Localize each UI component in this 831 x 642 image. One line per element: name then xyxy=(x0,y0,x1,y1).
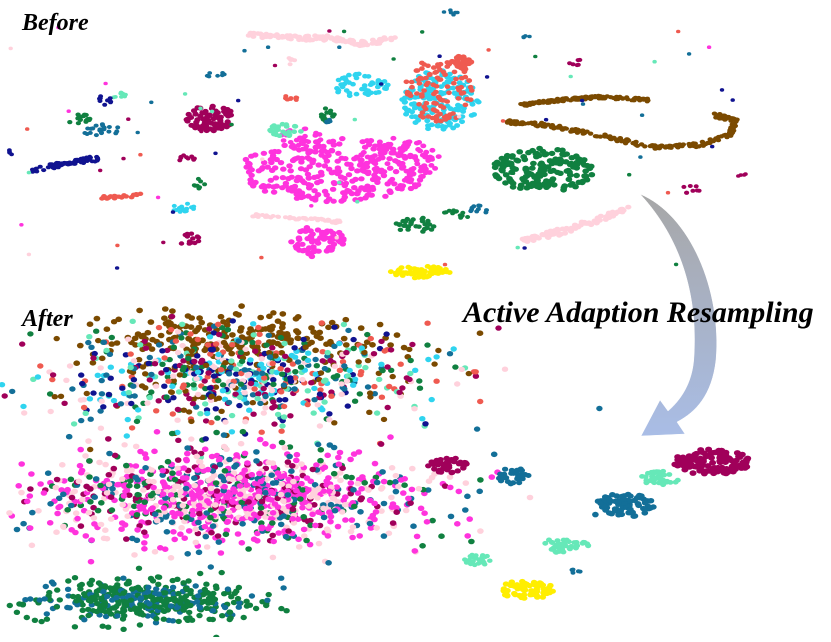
before-label: Before xyxy=(22,10,89,37)
after-label: After xyxy=(22,306,73,333)
method-label: Active Adaption Resampling xyxy=(463,296,814,330)
after-scatter xyxy=(0,303,751,637)
before-scatter xyxy=(7,8,748,280)
